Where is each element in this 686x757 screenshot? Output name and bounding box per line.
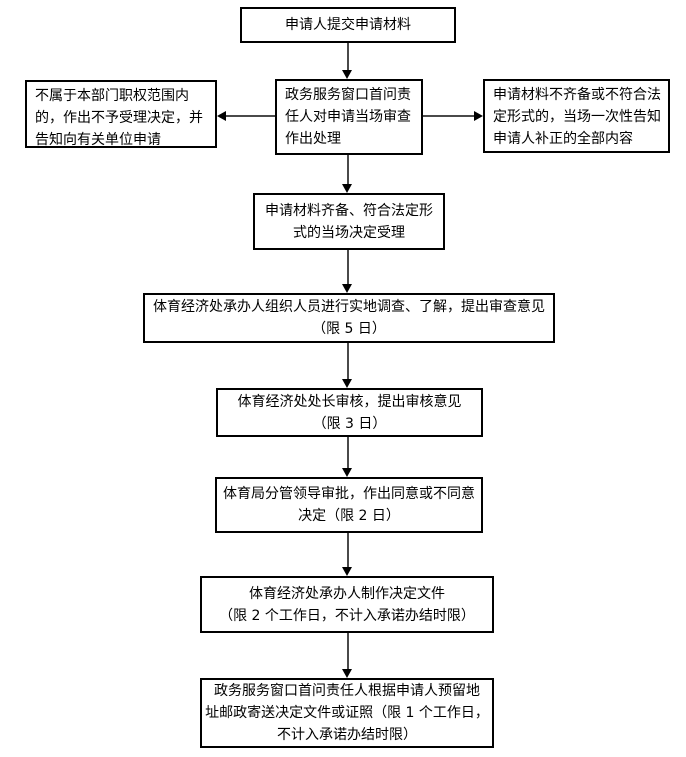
arrow-head-left-icon [217, 111, 226, 121]
arrow-line-window-to-reject [226, 115, 275, 117]
arrow-line-window-to-supplement [423, 115, 474, 117]
node-site-investigation: 体育经济处承办人组织人员进行实地调查、了解，提出审查意见 （限 5 日） [143, 293, 555, 343]
arrow-line-leader-to-document [347, 533, 349, 567]
node-supplement-notice: 申请材料不齐备或不符合法 定形式的，当场一次性告知 申请人补正的全部内容 [483, 79, 670, 153]
node-make-decision-document: 体育经济处承办人制作决定文件 （限 2 个工作日，不计入承诺办结时限） [200, 576, 494, 633]
arrow-head-right-icon [474, 111, 483, 121]
arrow-line-document-to-mail [347, 633, 349, 669]
node-submit-application: 申请人提交申请材料 [240, 7, 456, 43]
arrow-line-chief-to-leader [347, 437, 349, 468]
arrow-head-down-icon [342, 184, 352, 193]
node-mail-delivery: 政务服务窗口首问责任人根据申请人预留地 址邮政寄送决定文件或证照（限 1 个工作… [200, 678, 494, 748]
arrow-line-investigation-to-chief [347, 343, 349, 379]
node-window-first-inquiry-review: 政务服务窗口首问责 任人对申请当场审查 作出处理 [275, 79, 423, 155]
arrow-head-down-icon [342, 669, 352, 678]
arrow-line-submit-to-window [347, 43, 349, 71]
node-leader-approval: 体育局分管领导审批，作出同意或不同意 决定（限 2 日） [215, 477, 483, 533]
arrow-head-down-icon [342, 468, 352, 477]
arrow-line-window-to-accept [347, 155, 349, 184]
arrow-head-down-icon [342, 70, 352, 79]
node-accept-on-spot: 申请材料齐备、符合法定形 式的当场决定受理 [253, 193, 445, 250]
arrow-head-down-icon [342, 379, 352, 388]
arrow-head-down-icon [342, 567, 352, 576]
arrow-head-down-icon [342, 284, 352, 293]
node-reject-out-of-scope: 不属于本部门职权范围内 的，作出不予受理决定，并 告知向有关单位申请 [25, 80, 217, 148]
arrow-line-accept-to-investigation [347, 250, 349, 284]
node-division-chief-review: 体育经济处处长审核，提出审核意见 （限 3 日） [216, 388, 483, 437]
